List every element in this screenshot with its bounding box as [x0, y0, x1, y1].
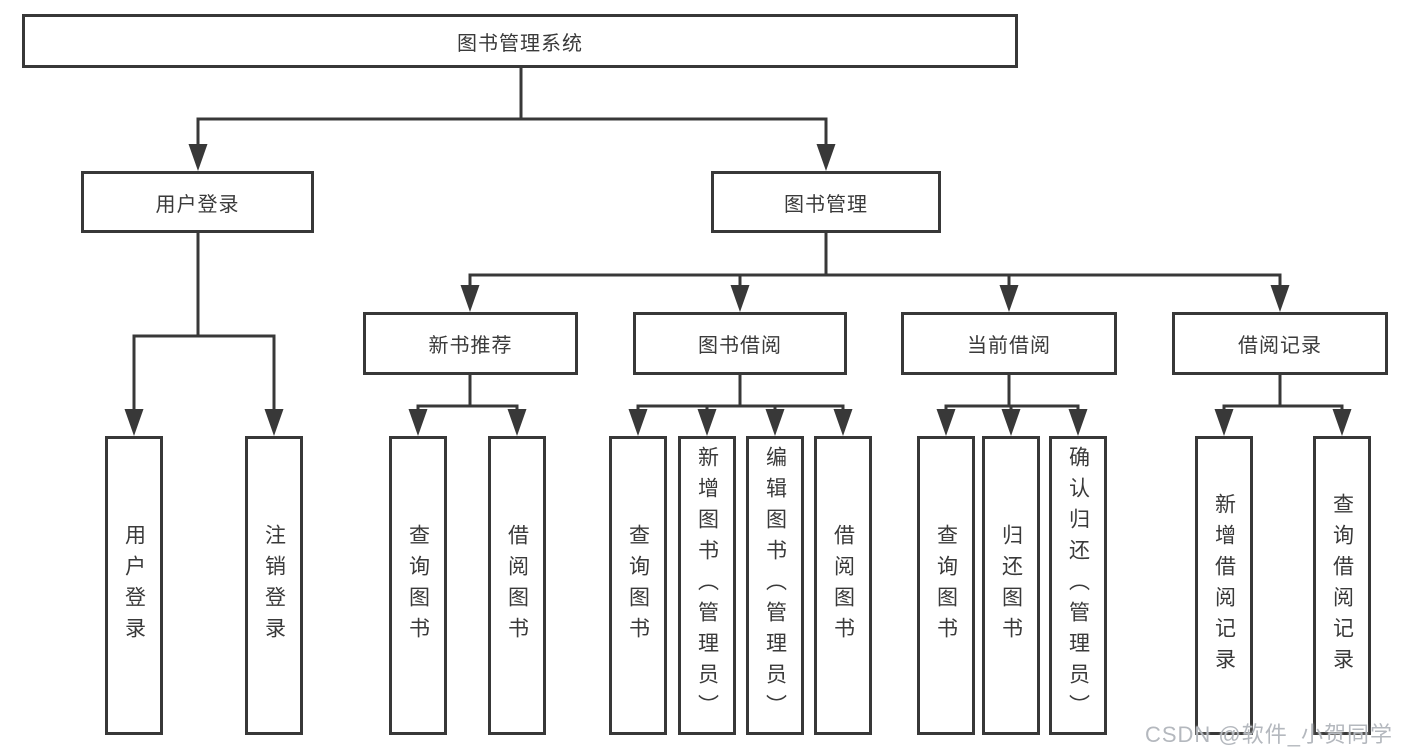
node-library-management-system: 图书管理系统 — [22, 14, 1018, 68]
node-borrowing-records: 借阅记录 — [1172, 312, 1388, 375]
arrow-down-icon — [816, 144, 836, 171]
leaf-borrow-books-recommend: 借阅图书 — [488, 436, 546, 735]
node-label: 归还图书 — [999, 523, 1023, 648]
arrow-down-icon — [1332, 409, 1352, 436]
leaf-query-borrow-record: 查询借阅记录 — [1313, 436, 1371, 735]
leaf-query-books-current: 查询图书 — [917, 436, 975, 735]
arrow-down-icon — [188, 144, 208, 171]
node-label: 用户登录 — [122, 523, 146, 648]
node-label: 查询图书 — [406, 523, 430, 648]
connector-borrowing-records — [1222, 375, 1344, 416]
csdn-watermark: CSDN @软件_小贺同学 — [1144, 722, 1393, 747]
node-user-login: 用户登录 — [81, 171, 314, 233]
node-label: 新书推荐 — [428, 335, 513, 357]
arrow-down-icon — [1270, 285, 1290, 312]
node-book-management: 图书管理 — [711, 171, 941, 233]
arrow-down-icon — [460, 285, 480, 312]
leaf-logout: 注销登录 — [245, 436, 303, 735]
node-current-borrowing: 当前借阅 — [901, 312, 1117, 375]
arrow-down-icon — [408, 409, 428, 436]
leaf-edit-books-admin: 编辑图书（管理员） — [746, 436, 804, 735]
node-label: 借阅记录 — [1238, 335, 1322, 357]
arrow-down-icon — [1068, 409, 1088, 436]
node-label: 新增图书（管理员） — [695, 446, 719, 725]
node-label: 当前借阅 — [967, 335, 1051, 357]
leaf-borrow-books: 借阅图书 — [814, 436, 872, 735]
node-label: 注销登录 — [262, 523, 286, 648]
leaf-confirm-return-admin: 确认归还（管理员） — [1049, 436, 1107, 735]
connector-user-login — [132, 233, 276, 416]
connector-new-book-recommendation — [416, 375, 519, 416]
leaf-add-books-admin: 新增图书（管理员） — [678, 436, 736, 735]
arrow-down-icon — [730, 285, 750, 312]
node-label: 用户登录 — [155, 193, 240, 216]
arrow-down-icon — [1214, 409, 1234, 436]
node-label: 借阅图书 — [505, 523, 529, 648]
arrow-down-icon — [999, 285, 1019, 312]
node-label: 编辑图书（管理员） — [763, 446, 787, 725]
connector-root — [196, 68, 828, 150]
leaf-return-books: 归还图书 — [982, 436, 1040, 735]
leaf-query-books-borrow: 查询图书 — [609, 436, 667, 735]
arrow-down-icon — [507, 409, 527, 436]
connector-book-borrowing — [636, 375, 845, 416]
node-label: 图书管理 — [784, 193, 868, 216]
node-label: 图书管理系统 — [457, 32, 583, 55]
node-label: 新增借阅记录 — [1212, 492, 1236, 679]
node-label: 查询借阅记录 — [1330, 492, 1354, 679]
connector-book-management — [468, 233, 1282, 292]
node-book-borrowing: 图书借阅 — [633, 312, 847, 375]
node-new-book-recommendation: 新书推荐 — [363, 312, 578, 375]
arrow-down-icon — [936, 409, 956, 436]
arrow-down-icon — [1001, 409, 1021, 436]
node-label: 查询图书 — [626, 523, 650, 648]
node-label: 确认归还（管理员） — [1066, 446, 1090, 725]
arrow-down-icon — [697, 409, 717, 436]
arrow-down-icon — [628, 409, 648, 436]
leaf-user-login: 用户登录 — [105, 436, 163, 735]
arrow-down-icon — [264, 409, 284, 436]
arrow-down-icon — [765, 409, 785, 436]
leaf-add-borrow-record: 新增借阅记录 — [1195, 436, 1253, 735]
node-label: 查询图书 — [934, 523, 958, 648]
node-label: 借阅图书 — [831, 523, 855, 648]
leaf-query-books-recommend: 查询图书 — [389, 436, 447, 735]
arrow-down-icon — [833, 409, 853, 436]
node-label: 图书借阅 — [698, 335, 782, 357]
arrowheads — [124, 144, 1352, 436]
arrow-down-icon — [124, 409, 144, 436]
connector-lines — [132, 68, 1344, 416]
